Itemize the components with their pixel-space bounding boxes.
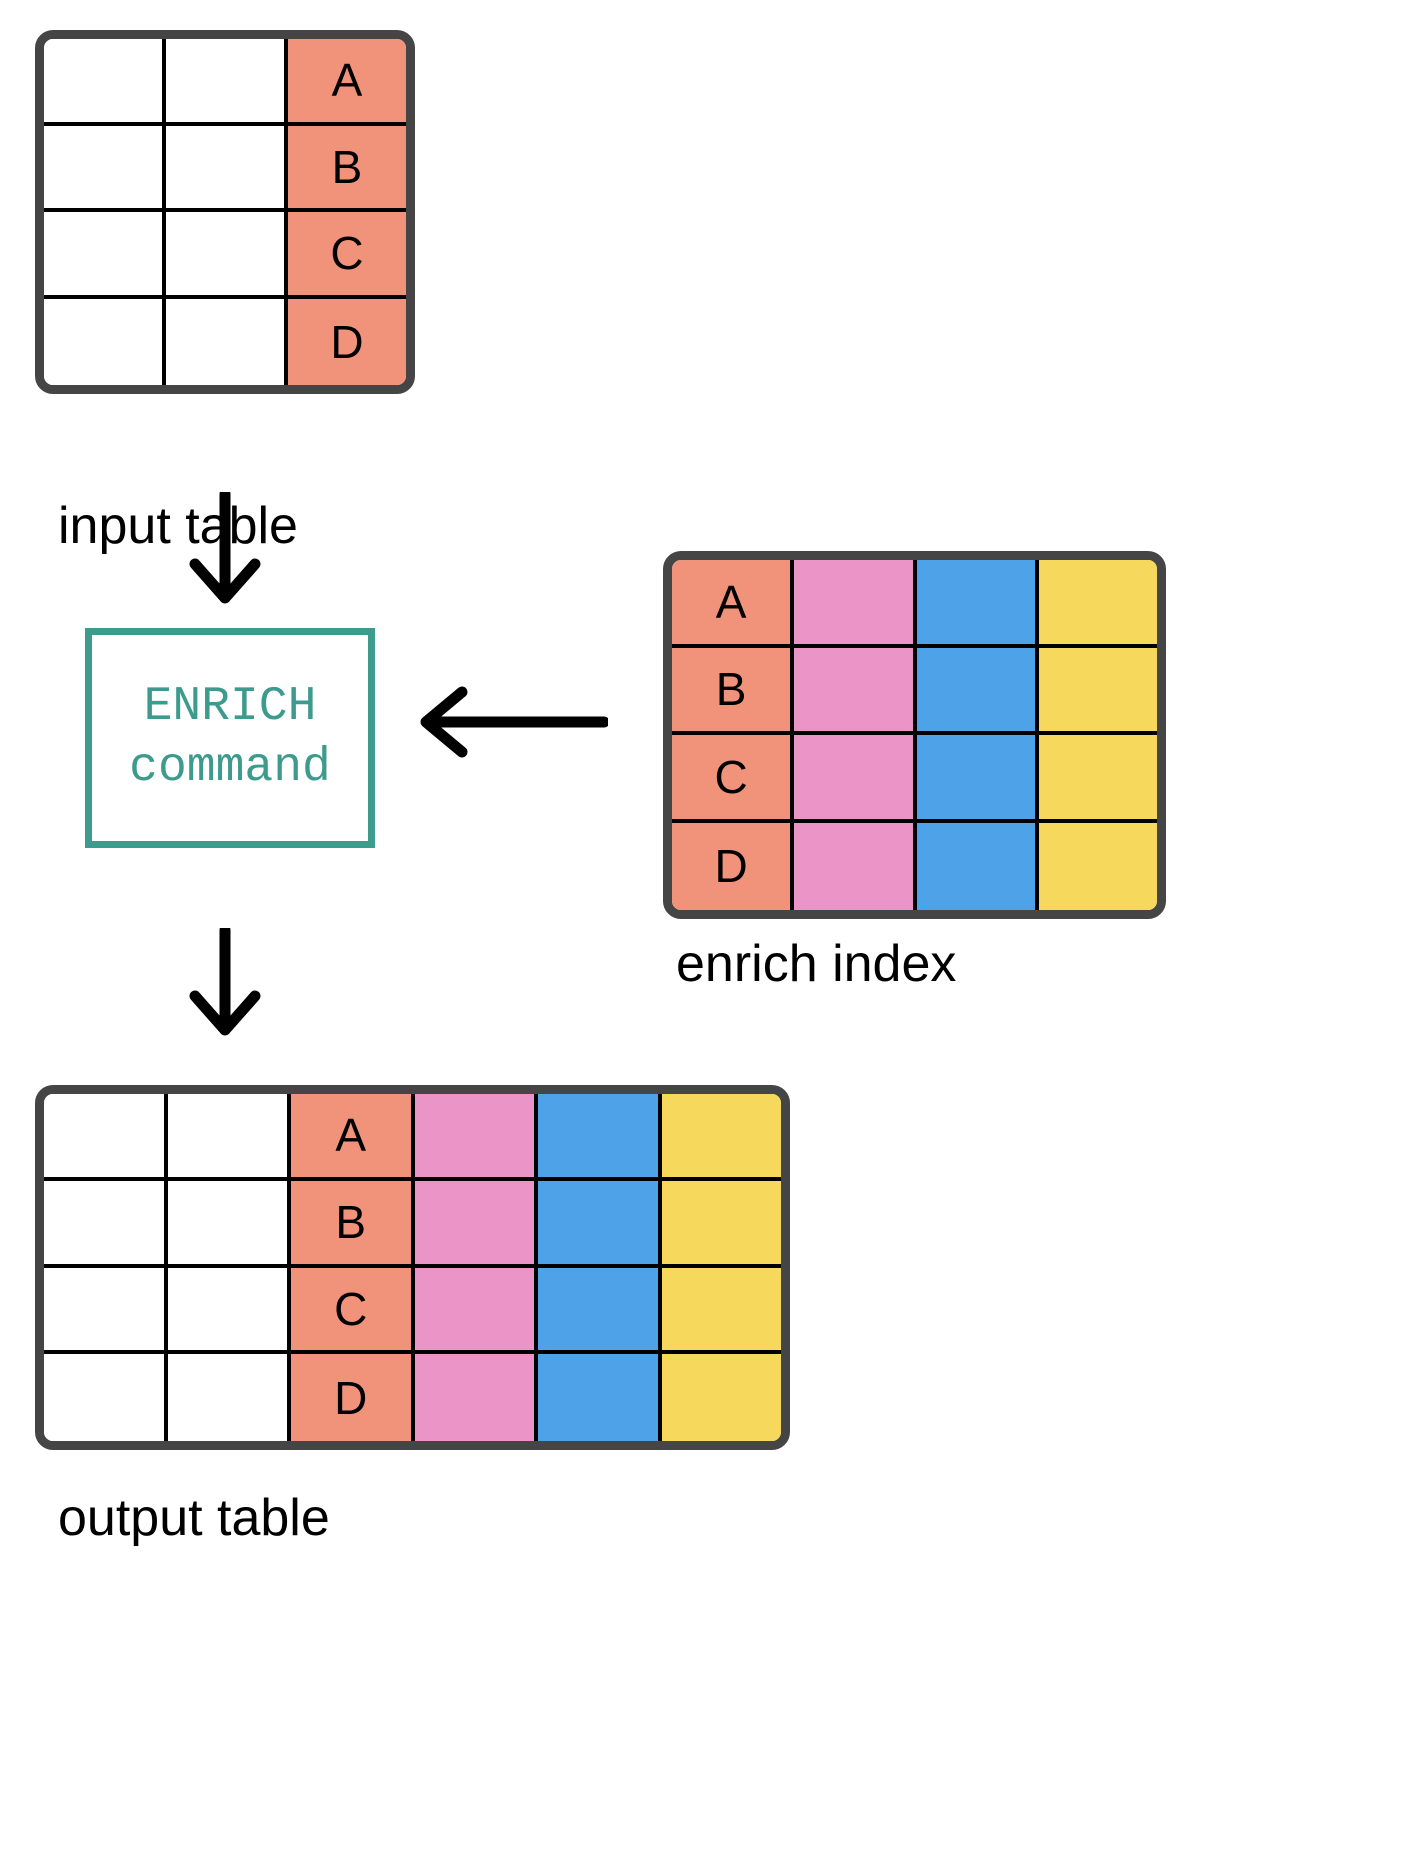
enrich-index-cell (794, 735, 917, 823)
enrich-index-cell (916, 647, 1039, 735)
enrich-index-cell: B (672, 647, 795, 735)
enrich-index-row: B (672, 647, 1157, 735)
output-table-row: C (44, 1267, 781, 1355)
output-table-cell (661, 1094, 781, 1181)
output-table-cell (661, 1180, 781, 1268)
output-table-cell (44, 1354, 168, 1441)
input-table-row: A (44, 39, 406, 126)
output-table-cell (538, 1094, 662, 1181)
enrich-index-caption: enrich index (676, 935, 957, 993)
output-table-cell: C (291, 1267, 415, 1355)
command-label-line2: command (129, 741, 331, 795)
output-table-cell (414, 1354, 538, 1441)
enrich-index-cell (794, 822, 917, 910)
enrich-index-cell (1038, 822, 1157, 910)
enrich-index-row: A (672, 560, 1157, 648)
output-table-cell (414, 1267, 538, 1355)
enrich-index-cell: C (672, 735, 795, 823)
output-table-cell: D (291, 1354, 415, 1441)
input-table-cell (44, 39, 166, 126)
enrich-index-cell (916, 735, 1039, 823)
command-label-line1: ENRICH (143, 679, 317, 734)
output-table-cell: A (291, 1094, 415, 1181)
enrich-index-row: D (672, 822, 1157, 910)
arrow-input-to-command (185, 492, 265, 607)
output-table-cell (538, 1180, 662, 1268)
enrich-index-cell (794, 647, 917, 735)
enrich-index-row: C (672, 735, 1157, 823)
input-table-cell (44, 125, 166, 212)
input-table-cell: D (288, 298, 406, 385)
arrow-command-to-output (185, 928, 265, 1038)
arrow-index-to-command (418, 686, 608, 758)
output-table-cell: B (291, 1180, 415, 1268)
enrich-index-cell: A (672, 560, 795, 648)
output-table-cell (661, 1354, 781, 1441)
enrich-index-cell (1038, 647, 1157, 735)
output-table-cell (44, 1180, 168, 1268)
input-table-cell: B (288, 125, 406, 212)
enrich-command-box[interactable]: ENRICH command (85, 628, 375, 848)
input-table-cell (166, 39, 288, 126)
enrich-index-cell (1038, 560, 1157, 648)
output-table-cell (414, 1180, 538, 1268)
input-table-cell (44, 212, 166, 299)
output-table-caption: output table (58, 1489, 330, 1547)
output-table-cell (44, 1267, 168, 1355)
enrich-index-cell (916, 822, 1039, 910)
output-table-cell (538, 1354, 662, 1441)
input-table-cell: C (288, 212, 406, 299)
input-table-cell (166, 298, 288, 385)
output-table-cell (167, 1354, 291, 1441)
output-table-cell (167, 1180, 291, 1268)
output-table-cell (414, 1094, 538, 1181)
enrich-index-cell: D (672, 822, 795, 910)
input-table-cell: A (288, 39, 406, 126)
output-table-cell (167, 1267, 291, 1355)
output-table-row: A (44, 1094, 781, 1181)
enrich-index-cell (1038, 735, 1157, 823)
output-table-cell (661, 1267, 781, 1355)
output-table-cell (167, 1094, 291, 1181)
input-table-row: B (44, 125, 406, 212)
output-table-row: B (44, 1180, 781, 1268)
input-table-cell (44, 298, 166, 385)
input-table-row: D (44, 298, 406, 385)
enrich-index-cell (794, 560, 917, 648)
input-table-cell (166, 125, 288, 212)
input-table-row: C (44, 212, 406, 299)
output-table-row: D (44, 1354, 781, 1441)
input-table-cell (166, 212, 288, 299)
enrich-index-cell (916, 560, 1039, 648)
output-table-cell (44, 1094, 168, 1181)
input-table-caption: input table (58, 497, 298, 555)
output-table-cell (538, 1267, 662, 1355)
